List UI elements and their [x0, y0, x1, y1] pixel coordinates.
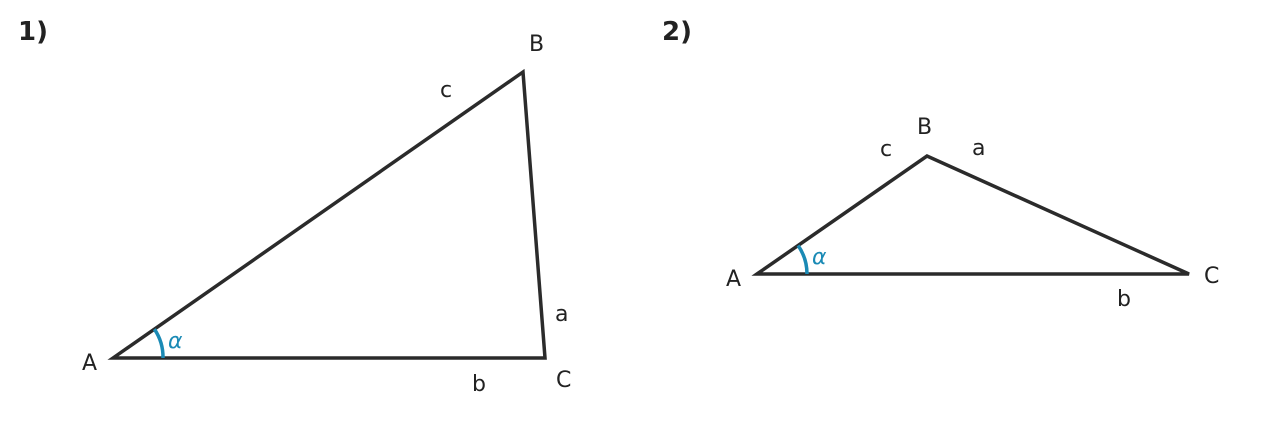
figure-2-angle-arc — [796, 244, 809, 275]
figure-1-vertex-a: A — [82, 351, 97, 376]
figure-2-side-b: b — [1117, 287, 1131, 312]
figure-2-side-a: a — [972, 136, 985, 161]
figure-2-vertex-b: B — [917, 115, 932, 140]
figure-2-vertex-c: C — [1204, 264, 1219, 289]
figure-2-vertex-a: A — [726, 267, 741, 292]
figure-2-number: 2) — [662, 17, 692, 47]
figure-2-triangle — [751, 153, 1190, 276]
figure-1-vertex-b: B — [529, 32, 544, 57]
figure-1-number: 1) — [18, 17, 48, 47]
figure-1-side-a: a — [555, 302, 568, 327]
figure-1-angle-label: α — [168, 329, 183, 354]
figure-2-angle-label: α — [812, 245, 827, 270]
figure-2-side-c: c — [880, 137, 892, 162]
figure-1-side-c: c — [440, 78, 452, 103]
figure-1-triangle — [107, 68, 547, 360]
figure-1-angle-arc — [152, 328, 165, 359]
figure-1-vertex-c: C — [556, 368, 571, 393]
figure-1-side-b: b — [472, 372, 486, 397]
figure-1: 1) α A B C a b c — [18, 17, 571, 397]
figure-2: 2) α A B C a b c — [662, 17, 1219, 312]
